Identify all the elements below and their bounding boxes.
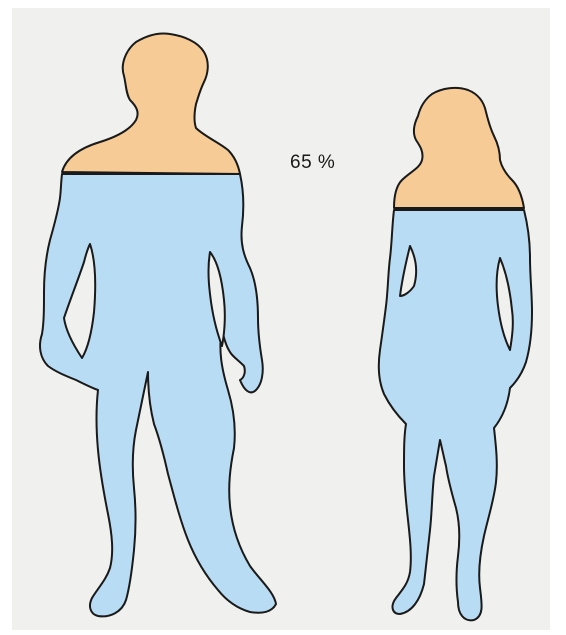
water-percentage-label: 65 % xyxy=(290,152,335,174)
male-figure xyxy=(40,33,276,616)
male-lower-region xyxy=(40,174,276,616)
female-lower-region xyxy=(379,210,532,620)
female-upper-region xyxy=(394,88,524,208)
male-upper-region xyxy=(62,33,240,174)
female-figure xyxy=(379,88,532,620)
